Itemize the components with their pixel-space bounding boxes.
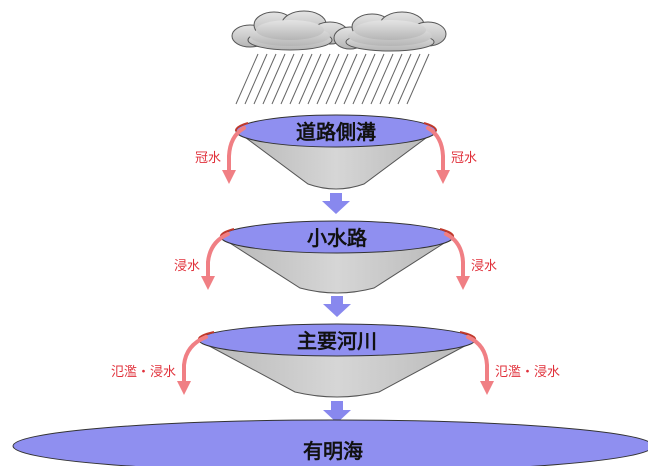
funnel-stage-1: 道路側溝	[235, 114, 437, 190]
overflow-arrow-left-stage-2	[201, 232, 230, 290]
funnel-stage-2: 小水路	[219, 220, 455, 294]
overflow-label-right-stage-1: 冠水	[451, 151, 477, 166]
funnel-stage-3: 主要河川	[197, 323, 477, 398]
funnel-label-stage-2: 小水路	[307, 226, 368, 250]
cloud-icon	[231, 10, 447, 52]
overflow-arrow-left-stage-1	[222, 126, 246, 184]
overflow-label-left-stage-2: 浸水	[174, 259, 200, 274]
overflow-arrow-right-stage-2	[444, 232, 470, 290]
overflow-label-left-stage-3: 氾濫・浸水	[111, 365, 176, 380]
rain-icon	[235, 53, 430, 105]
overflow-arrow-right-stage-3	[466, 335, 494, 395]
overflow-label-left-stage-1: 冠水	[195, 151, 221, 166]
cloud-left	[231, 10, 349, 51]
cloud-right	[333, 11, 447, 52]
overflow-label-right-stage-2: 浸水	[471, 259, 497, 274]
flow-arrow-3	[323, 401, 351, 423]
funnel-label-stage-1: 道路側溝	[296, 120, 376, 144]
flow-arrow-1	[322, 193, 350, 214]
sea-label: 有明海	[303, 439, 363, 463]
overflow-arrow-left-stage-3	[177, 335, 208, 395]
sea-outlet: 有明海	[12, 419, 648, 466]
overflow-label-right-stage-3: 氾濫・浸水	[495, 365, 560, 380]
funnel-label-stage-3: 主要河川	[297, 329, 377, 353]
flow-arrow-2	[323, 296, 351, 317]
overflow-arrow-right-stage-1	[426, 126, 450, 184]
